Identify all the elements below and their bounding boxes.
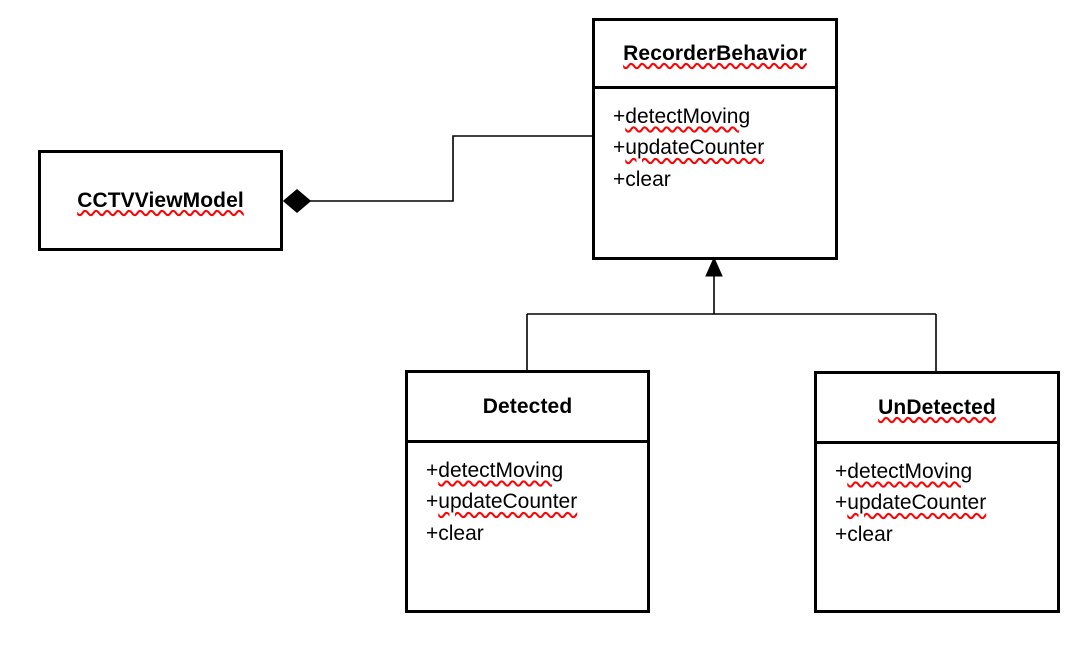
class-member-row: +updateCounter [426, 486, 647, 517]
member-name: detectMoving [438, 459, 564, 482]
visibility-sign: + [426, 490, 439, 514]
visibility-sign: + [426, 459, 439, 482]
class-name-detected: Detected [482, 394, 573, 418]
class-name-cctvviewmodel: CCTVViewModel [77, 188, 244, 212]
composition-line [306, 135, 592, 202]
member-name: clear [625, 167, 671, 191]
member-name: updateCounter [847, 491, 987, 515]
visibility-sign: + [613, 136, 626, 160]
visibility-sign: + [613, 105, 626, 128]
class-members-detected: +detectMoving +updateCounter +clear [408, 443, 647, 549]
member-name: updateCounter [438, 490, 578, 514]
class-name-undetected: UnDetected [878, 395, 996, 419]
member-name: clear [438, 521, 484, 545]
class-member-row: +updateCounter [613, 132, 835, 163]
visibility-sign: + [835, 491, 848, 515]
class-members-undetected: +detectMoving +updateCounter +clear [817, 444, 1057, 550]
visibility-sign: + [835, 460, 848, 483]
class-members-recorderbehavior: +detectMoving +updateCounter +clear [595, 89, 835, 195]
visibility-sign: + [835, 522, 848, 546]
class-member-row: +updateCounter [835, 487, 1057, 518]
member-name: detectMoving [847, 460, 973, 483]
generalization-connector-tree[interactable] [526, 256, 937, 371]
class-member-row: +clear [426, 518, 647, 549]
class-member-row: +detectMoving [613, 101, 835, 132]
filled-diamond-icon [282, 189, 312, 213]
member-name: updateCounter [625, 136, 765, 160]
uml-class-cctvviewmodel[interactable]: CCTVViewModel [38, 150, 283, 251]
uml-class-undetected[interactable]: UnDetected +detectMoving +updateCounter … [814, 371, 1060, 613]
class-title-bar-cctvviewmodel: CCTVViewModel [41, 153, 280, 248]
visibility-sign: + [613, 167, 626, 191]
member-name: clear [847, 522, 893, 546]
composition-connector-cctvviewmodel-recorderbehavior[interactable] [282, 135, 592, 213]
class-member-row: +detectMoving [835, 456, 1057, 487]
class-member-row: +detectMoving [426, 455, 647, 486]
closed-arrowhead-icon [705, 256, 723, 277]
class-member-row: +clear [835, 519, 1057, 550]
class-member-row: +clear [613, 164, 835, 195]
member-name: detectMoving [625, 105, 751, 128]
uml-class-recorderbehavior[interactable]: RecorderBehavior +detectMoving +updateCo… [592, 18, 838, 260]
class-title-bar-recorderbehavior: RecorderBehavior [595, 21, 835, 89]
class-title-bar-undetected: UnDetected [817, 374, 1057, 444]
uml-class-detected[interactable]: Detected +detectMoving +updateCounter +c… [405, 370, 650, 613]
class-name-recorderbehavior: RecorderBehavior [623, 41, 807, 65]
class-title-bar-detected: Detected [408, 373, 647, 443]
visibility-sign: + [426, 521, 439, 545]
